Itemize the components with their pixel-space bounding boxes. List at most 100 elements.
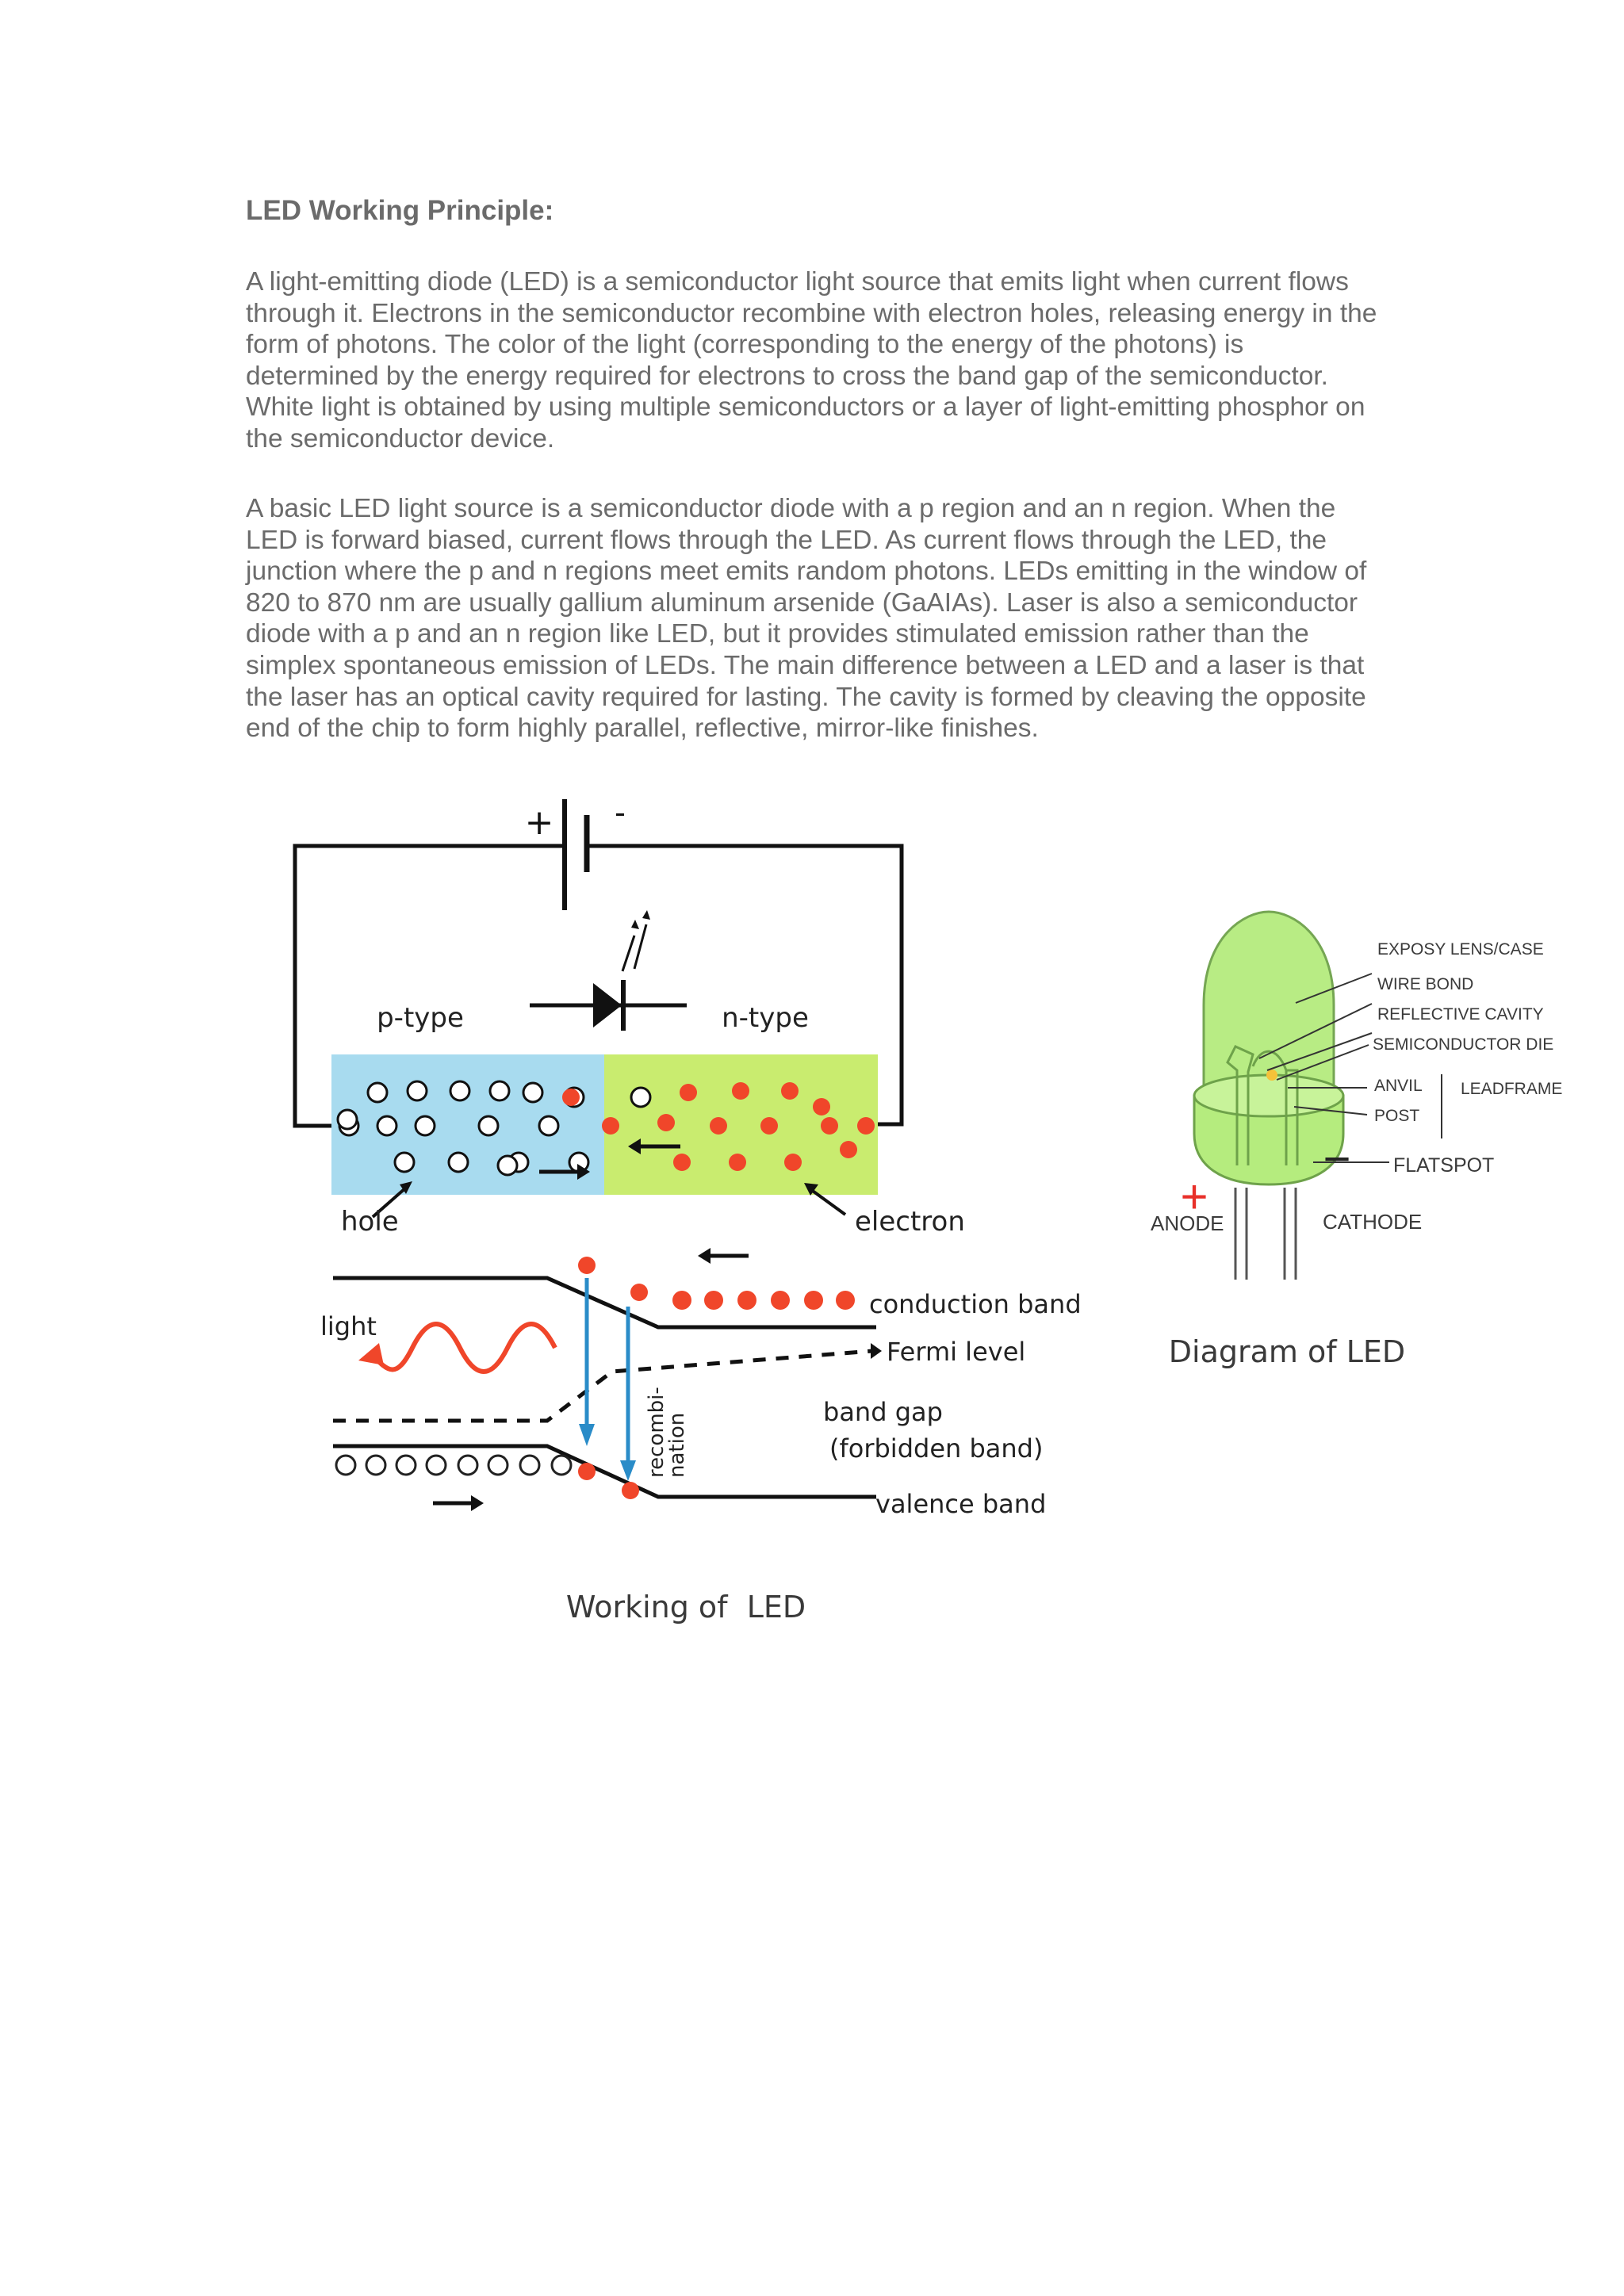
semiconductor-die bbox=[1266, 1070, 1277, 1081]
valence-hole bbox=[425, 1454, 447, 1476]
paragraph-basic-led: A basic LED light source is a semiconduc… bbox=[246, 494, 1367, 744]
page-heading: LED Working Principle: bbox=[246, 195, 554, 226]
hole-particle bbox=[414, 1115, 436, 1137]
electron-particle bbox=[562, 1089, 580, 1106]
light-arrow-head bbox=[358, 1343, 384, 1365]
electron-particle bbox=[657, 1114, 675, 1131]
hole-particle bbox=[496, 1154, 519, 1177]
cathode-minus-symbol: − bbox=[1323, 1132, 1350, 1185]
valence-hole bbox=[365, 1454, 387, 1476]
conduction-electron bbox=[804, 1291, 823, 1310]
conduction-band-label: conduction band bbox=[869, 1289, 1082, 1319]
hole-particle bbox=[449, 1080, 471, 1102]
working-of-led-caption: Working of LED bbox=[566, 1590, 806, 1624]
semiconductor-die-label: SEMICONDUCTOR DIE bbox=[1373, 1035, 1553, 1054]
hole-particle bbox=[488, 1080, 511, 1102]
working-of-led-figure: + - p-type n-type bbox=[293, 795, 1082, 1624]
hole-particle bbox=[447, 1151, 469, 1173]
recombination-label-line2: nation bbox=[665, 1413, 689, 1478]
light-label: light bbox=[320, 1311, 377, 1341]
paragraph-intro: A light-emitting diode (LED) is a semico… bbox=[246, 267, 1377, 453]
electron-particle bbox=[781, 1082, 799, 1100]
electrons-group bbox=[562, 1082, 875, 1171]
electron-particle bbox=[760, 1117, 778, 1135]
electron-particle bbox=[673, 1154, 691, 1171]
hole-particle bbox=[522, 1081, 544, 1104]
valence-band-line bbox=[333, 1444, 876, 1499]
valence-hole bbox=[519, 1454, 541, 1476]
anode-plus-symbol: + bbox=[1180, 1170, 1208, 1223]
p-type-label: p-type bbox=[377, 1002, 464, 1034]
electron-particle bbox=[813, 1098, 830, 1115]
electron-flow-arrow-icon bbox=[698, 1248, 749, 1264]
cathode-label: CATHODE bbox=[1323, 1210, 1422, 1234]
led-leads bbox=[1234, 1188, 1297, 1280]
conduction-electron bbox=[672, 1291, 691, 1310]
recombined-electron-dot bbox=[578, 1463, 596, 1480]
circuit-wire bbox=[293, 844, 565, 1128]
wire-bond-label: WIRE BOND bbox=[1377, 975, 1473, 993]
fermi-level-label: Fermi level bbox=[887, 1337, 1025, 1367]
electron-particle bbox=[602, 1117, 619, 1135]
conduction-electron bbox=[771, 1291, 790, 1310]
conduction-electrons bbox=[672, 1291, 855, 1310]
anode-label: ANODE bbox=[1151, 1211, 1224, 1235]
leadframe-label: LEADFRAME bbox=[1461, 1080, 1562, 1098]
n-type-label: n-type bbox=[722, 1002, 809, 1034]
light-wave-icon bbox=[370, 1322, 557, 1374]
hole-drift-arrow-icon bbox=[539, 1164, 590, 1180]
diode-symbol-icon bbox=[530, 910, 687, 1031]
reflective-cavity-label: REFLECTIVE CAVITY bbox=[1377, 1005, 1544, 1024]
electron-drift-arrow-icon bbox=[628, 1138, 680, 1154]
hole-label: hole bbox=[341, 1206, 399, 1238]
valence-holes bbox=[335, 1454, 573, 1476]
hole-pointer bbox=[371, 1186, 408, 1219]
flatspot-label: FLATSPOT bbox=[1393, 1154, 1494, 1177]
battery-minus-label: - bbox=[615, 795, 626, 830]
electron-particle bbox=[857, 1117, 875, 1135]
electron-dot bbox=[630, 1284, 648, 1301]
valence-hole bbox=[487, 1454, 509, 1476]
electron-particle bbox=[680, 1084, 697, 1101]
electron-particle bbox=[732, 1082, 749, 1100]
band-gap-label: band gap bbox=[823, 1397, 943, 1427]
battery-plus-label: + bbox=[525, 802, 554, 843]
conduction-band-line bbox=[333, 1276, 876, 1330]
recombination-arrow-head bbox=[579, 1424, 595, 1446]
conduction-electron bbox=[704, 1291, 723, 1310]
hole-particle bbox=[393, 1151, 416, 1173]
diagram-of-led-figure: EXPOSY LENS/CASE WIRE BOND REFLECTIVE CA… bbox=[1151, 910, 1562, 1369]
epoxy-lens-label: EXPOSY LENS/CASE bbox=[1377, 940, 1544, 959]
circuit-wire-right bbox=[587, 844, 904, 1127]
electron-dot bbox=[578, 1257, 596, 1274]
electron-particle bbox=[840, 1141, 857, 1158]
conduction-electron bbox=[737, 1291, 756, 1310]
electron-pointer bbox=[809, 1188, 847, 1216]
electron-label: electron bbox=[855, 1206, 965, 1238]
band-diagram: light recombi- nation conduction band Fe… bbox=[320, 1248, 1082, 1519]
hole-particle bbox=[376, 1115, 398, 1137]
hole-particle bbox=[366, 1081, 389, 1104]
hole-flow-arrow-icon bbox=[433, 1495, 484, 1511]
post-label: POST bbox=[1374, 1107, 1419, 1125]
hole-particle bbox=[336, 1108, 358, 1131]
fermi-arrow-head bbox=[871, 1343, 882, 1359]
electron-particle bbox=[729, 1154, 746, 1171]
electron-particle bbox=[710, 1117, 727, 1135]
hole-particle bbox=[406, 1080, 428, 1102]
hole-pointer-head bbox=[400, 1181, 412, 1194]
forbidden-band-label: (forbidden band) bbox=[829, 1433, 1043, 1464]
valence-band-label: valence band bbox=[875, 1489, 1046, 1519]
valence-hole bbox=[457, 1454, 479, 1476]
recombination-label-line1: recombi- bbox=[645, 1387, 668, 1478]
anvil-label: ANVIL bbox=[1374, 1077, 1423, 1095]
electron-particle bbox=[784, 1154, 802, 1171]
electron-particle bbox=[821, 1117, 838, 1135]
led-body bbox=[1202, 910, 1335, 1096]
led-leadframe bbox=[1226, 1045, 1299, 1165]
hole-particle bbox=[630, 1086, 652, 1108]
recombined-electron-dot bbox=[622, 1482, 639, 1499]
recombination-arrow-head bbox=[620, 1460, 636, 1481]
